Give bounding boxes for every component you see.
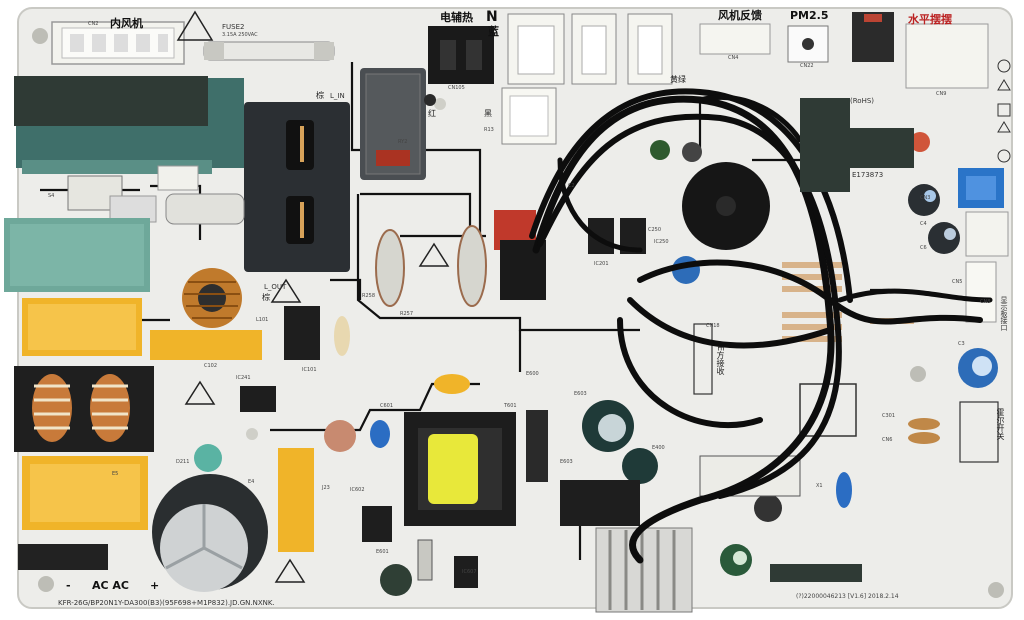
redaction [844,128,914,168]
connector-cn9 [905,23,989,89]
redaction [770,564,862,582]
power-relay [244,102,350,272]
ref-cn22: CN22 [800,63,814,69]
label-l-in: L_IN [330,92,345,100]
ref-cn3: CN3 [920,195,931,201]
label-red: 红 [428,109,436,118]
label-ac-terminals: AC AC [92,579,130,592]
label-hall-switch: 霍尔开关 [996,408,1005,440]
ref-e601: E601 [376,549,389,555]
label-brown-bottom: 棕 [262,293,270,302]
ic602 [362,506,392,542]
ref-cn4: CN4 [728,55,739,61]
ref-c102: C102 [204,363,218,369]
mounting-hole [988,582,1004,598]
label-inner-fan: 内风机 [110,17,143,30]
ref-cn18: CN18 [706,323,720,329]
label-minus: - [66,579,71,592]
ref-c601: C601 [380,403,394,409]
ref-c6: C6 [920,245,927,251]
label-yellow-green: 黄绿 [670,75,686,84]
redaction [14,76,208,126]
label-fuse-rating: 3.15A 250VAC [222,32,258,38]
inductor [324,420,356,452]
ic241 [240,386,276,412]
connector-cn5 [965,211,1009,257]
red-led [424,94,436,106]
mounting-hole [38,576,54,592]
label-board-model: KFR-26G/BP20N1Y-DA300(B3)(95F698+M1P832)… [58,599,275,607]
label-rohs: (RoHS) [850,97,875,105]
label-board-code: (?)22000046213 [V1.6] 2018.2.14 [796,593,899,600]
ref-r258: R258 [362,293,376,299]
ref-d211: D211 [176,459,190,465]
ref-x1: X1 [816,483,823,489]
heatsink [595,527,693,613]
ref-ic602: IC602 [350,487,365,493]
ref-c2: C2 [568,183,575,189]
ref-t601: T601 [504,403,517,409]
resistor [375,229,405,307]
label-l-out: L_OUT [264,283,287,291]
label-pm25: PM2.5 [790,9,829,22]
label-fuse: FUSE2 [222,23,245,31]
label-electric-heat: 电辅热 [440,11,473,24]
label-horizontal-swing: 水平摆摆 [908,13,952,26]
label-fan-feedback: 风机反馈 [718,9,762,22]
ref-j23: J23 [322,485,330,491]
led-teal [194,444,222,472]
ref-s4: S4 [48,193,55,199]
mounting-hole [32,28,48,44]
ref-cn6: CN6 [882,437,893,443]
label-e-square: E方接收 [716,346,725,376]
ref-e4: E4 [248,479,255,485]
ref-ic241: IC241 [236,375,251,381]
ref-e603b: E603 [560,459,573,465]
ref-ic250: IC250 [654,239,669,245]
mounting-hole [434,98,446,110]
connector-cn4 [699,23,771,55]
ref-r257: R257 [400,311,414,317]
ref-r13: R13 [484,127,494,133]
ref-cn105: CN105 [448,85,465,91]
yellow-capacitor [278,448,314,552]
mounting-hole [246,428,258,440]
ref-c250: C250 [648,227,662,233]
ref-e603: E603 [574,391,587,397]
label-heat-n: N [486,9,498,25]
ref-l101: L101 [256,317,269,323]
ref-ry2: RY2 [398,139,408,145]
ref-ic101: IC101 [302,367,317,373]
hazard-icon [184,242,450,583]
redaction [800,98,850,192]
ref-e400: E400 [652,445,665,451]
label-display-panel: 显示板接口 [1000,296,1008,331]
ic101 [284,306,320,360]
connector-cn105 [428,26,494,84]
label-plus: + [150,579,160,592]
green-led [650,140,670,160]
ref-ic607: IC607 [462,569,477,575]
ref-cn8: CN8 [980,299,991,305]
ref-cn5: CN5 [952,279,963,285]
resistor [457,225,487,307]
yellow-capacitor [150,330,262,360]
ref-e600: E600 [526,371,539,377]
label-e173873: E173873 [852,171,884,179]
ref-cn9: CN9 [936,91,947,97]
capacitor-c6 [928,222,960,254]
ref-ic201: IC201 [594,261,609,267]
ref-cn2: CN2 [88,21,99,27]
label-heat-blue: 蓝 [488,25,499,38]
ref-c301: C301 [882,413,896,419]
label-brown-top: 棕 [316,91,324,100]
capacitor-blue [370,420,390,448]
ref-c4: C4 [920,221,927,227]
ref-e5: E5 [112,471,119,477]
label-black: 黑 [484,109,492,118]
ref-c3: C3 [958,341,965,347]
mounting-hole [910,366,926,382]
